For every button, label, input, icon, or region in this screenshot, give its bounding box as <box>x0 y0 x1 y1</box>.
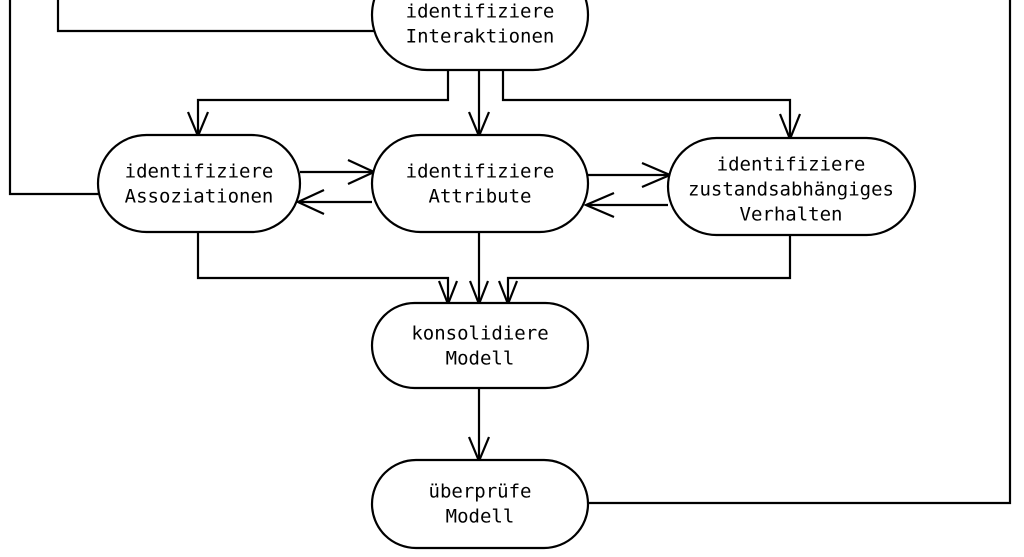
edge-interaktionen-to-verhalten <box>501 70 792 138</box>
node-label-interaktionen-line2: Interaktionen <box>406 26 555 48</box>
node-label-verhalten-line2: zustandsabhängiges <box>688 179 894 201</box>
node-label-ueberpruefe-line2: Modell <box>446 506 515 528</box>
edge-verhalten-to-konsolidiere <box>506 235 792 303</box>
node-label-assoziationen-line2: Assoziationen <box>125 186 274 208</box>
node-shape-konsolidiere <box>370 301 590 390</box>
edge-ueberpruefe-feedback-right <box>588 0 1012 505</box>
node-identifiziere-assoziationen[interactable]: identifiziere Assoziationen <box>96 133 302 234</box>
node-label-attribute-line1: identifiziere <box>406 161 555 183</box>
node-shape-ueberpruefe <box>370 458 590 550</box>
node-shape-attribute <box>370 133 590 234</box>
node-label-attribute-line2: Attribute <box>429 186 532 208</box>
node-label-ueberpruefe-line1: überprüfe <box>429 481 532 503</box>
node-ueberpruefe-modell[interactable]: überprüfe Modell <box>370 458 590 550</box>
node-shape-interaktionen <box>370 0 590 72</box>
node-identifiziere-zustandsabhaengiges-verhalten[interactable]: identifiziere zustandsabhängiges Verhalt… <box>666 136 917 237</box>
node-konsolidiere-modell[interactable]: konsolidiere Modell <box>370 301 590 390</box>
node-shape-assoziationen <box>96 133 302 234</box>
edge-interaktionen-to-assoziationen <box>196 70 450 135</box>
edge-assoziationen-to-konsolidiere <box>196 232 450 303</box>
node-label-konsolidiere-line1: konsolidiere <box>411 323 548 345</box>
node-label-verhalten-line3: Verhalten <box>740 204 843 226</box>
edge-top-left-stub <box>56 0 382 33</box>
node-label-verhalten-line1: identifiziere <box>717 154 866 176</box>
arrowhead-verhalten-to-attribute <box>583 191 615 219</box>
node-identifiziere-interaktionen[interactable]: identifiziere Interaktionen <box>370 0 590 72</box>
node-label-interaktionen-line1: identifiziere <box>406 1 555 23</box>
node-identifiziere-attribute[interactable]: identifiziere Attribute <box>370 133 590 234</box>
arrowhead-attribute-to-assoziationen <box>295 189 325 215</box>
edge-assoziationen-feedback-left <box>8 0 100 196</box>
node-label-assoziationen-line1: identifiziere <box>125 161 274 183</box>
node-label-konsolidiere-line2: Modell <box>446 348 515 370</box>
node-shape-verhalten <box>666 136 917 237</box>
